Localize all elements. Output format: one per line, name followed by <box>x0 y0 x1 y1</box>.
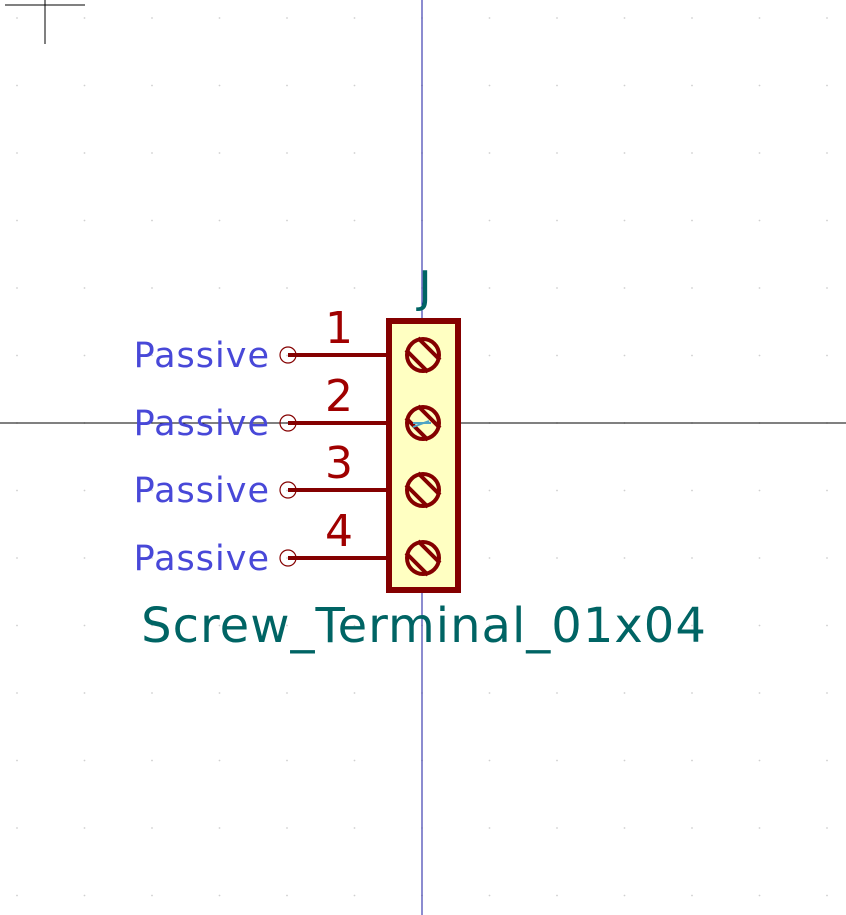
pin-number-3: 3 <box>325 438 353 489</box>
anchor-icon <box>412 420 431 428</box>
value-field[interactable]: Screw_Terminal_01x04 <box>141 598 707 654</box>
pin-type-label: Passive <box>134 336 270 376</box>
screw-terminal-icon <box>404 539 442 577</box>
screw-terminal-icon <box>404 404 442 442</box>
pin-number-1: 1 <box>325 303 353 354</box>
pin-number-4: 4 <box>325 506 353 557</box>
pin-type-label: Passive <box>134 404 270 444</box>
pin-endpoint-circle-icon[interactable] <box>279 346 297 364</box>
screw-terminal-icon <box>404 336 442 374</box>
pin-endpoint-circle-icon[interactable] <box>279 414 297 432</box>
pin-endpoint-circle-icon[interactable] <box>279 549 297 567</box>
screw-terminal-icon <box>404 471 442 509</box>
pin-type-label: Passive <box>134 539 270 579</box>
pin-endpoint-circle-icon[interactable] <box>279 481 297 499</box>
screw-terminals <box>404 336 442 577</box>
reference-field[interactable]: J <box>416 262 432 313</box>
crosshair-cursor-icon <box>5 0 85 44</box>
symbol-body[interactable] <box>386 318 461 593</box>
pin-type-label: Passive <box>134 471 270 511</box>
pin-number-2: 2 <box>325 371 353 422</box>
pin-lines <box>288 353 389 560</box>
